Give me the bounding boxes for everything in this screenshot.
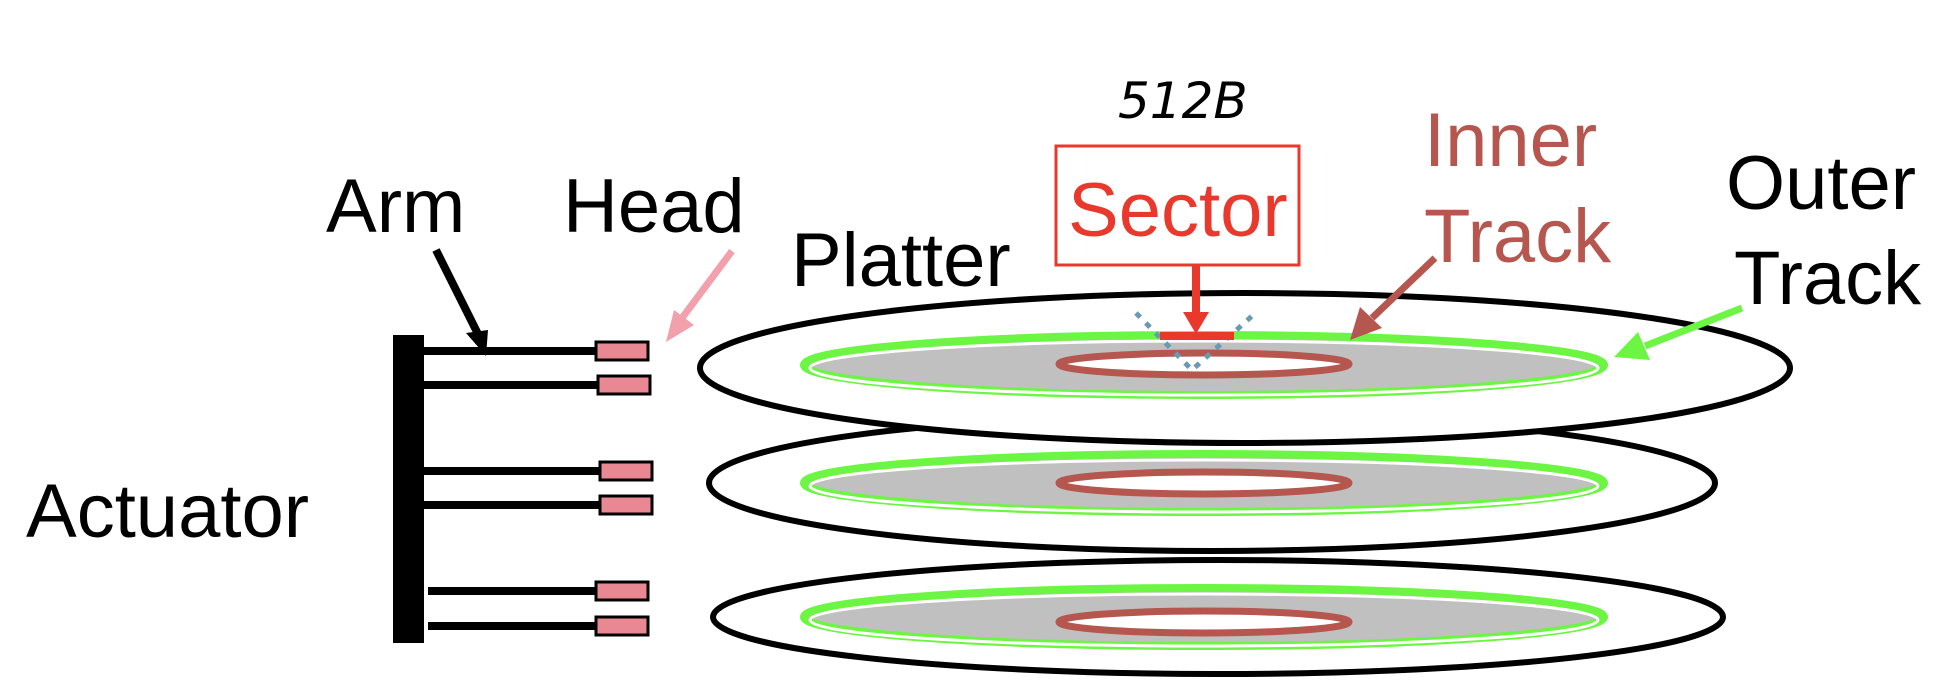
sector-arrow-head [1183, 312, 1209, 334]
head [598, 494, 654, 516]
outer-track-arrow-head [1614, 332, 1650, 360]
inner-track-arrow [1369, 255, 1438, 321]
inner-track-label-line1: Inner [1424, 98, 1597, 183]
head [594, 615, 650, 637]
head [594, 580, 650, 602]
platter-label: Platter [791, 218, 1011, 303]
arm-arrow [432, 248, 486, 344]
sector-label: Sector [1068, 168, 1288, 253]
head-label: Head [563, 164, 745, 249]
head [594, 340, 650, 362]
sector-segment [1160, 332, 1234, 340]
head-group [594, 340, 654, 637]
head-arrow [679, 248, 735, 321]
sector-label-box [1054, 144, 1301, 267]
platter-top [697, 290, 1793, 446]
platter-bottom [710, 557, 1726, 677]
head [598, 460, 654, 482]
inner-track-ring [1055, 349, 1353, 379]
inner-track-arrow-head [1350, 307, 1382, 340]
head-arrow-head [666, 310, 694, 342]
actuator-label: Actuator [26, 469, 309, 554]
arm-arrow-head [466, 330, 488, 356]
platter-middle [706, 412, 1718, 554]
arm-assembly [420, 347, 600, 630]
outer-track-label-line1: Outer [1726, 141, 1916, 226]
actuator-bar [393, 335, 424, 643]
outer-track-arrow [1643, 304, 1744, 350]
inner-track-label-line2: Track [1424, 194, 1612, 279]
head [596, 374, 652, 396]
sector-size-note: 512B [1118, 72, 1248, 130]
outer-track-label-line2: Track [1734, 236, 1922, 321]
arm-label: Arm [326, 164, 465, 249]
